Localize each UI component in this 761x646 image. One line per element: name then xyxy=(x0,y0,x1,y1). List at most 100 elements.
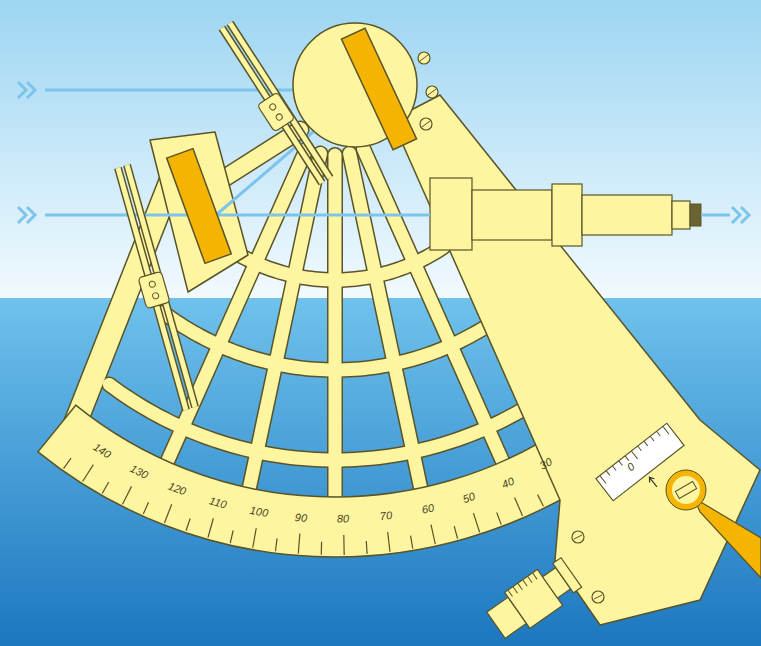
vernier-tick xyxy=(606,471,610,476)
shade-hinge xyxy=(257,92,295,132)
sky-background xyxy=(0,0,761,298)
scale-number: 60 xyxy=(420,502,434,515)
index-mirror xyxy=(341,28,416,150)
telescope xyxy=(430,178,701,250)
screw xyxy=(418,52,430,64)
horizon-mirror xyxy=(167,149,232,264)
scale-tick xyxy=(143,502,148,514)
scale-tick xyxy=(454,526,457,539)
shade-outline xyxy=(222,28,322,183)
screw-slot xyxy=(428,89,436,95)
vernier-tick xyxy=(657,431,661,436)
hinge-pin xyxy=(275,113,283,121)
scale-tick xyxy=(253,528,257,548)
index-arm xyxy=(392,95,760,625)
shade-outline xyxy=(127,165,195,407)
scale-number: 90 xyxy=(295,512,308,524)
vernier-tick xyxy=(625,456,629,461)
drum-tick xyxy=(518,583,523,590)
frame-bar xyxy=(329,155,342,497)
vernier-tick xyxy=(612,466,616,471)
screw-head xyxy=(418,52,430,64)
ray-chevron xyxy=(18,82,35,98)
hinge-pin xyxy=(269,103,277,111)
scale-number: 120 xyxy=(167,481,188,498)
vernier-tick xyxy=(638,446,642,451)
scale-number: 100 xyxy=(249,505,269,519)
scale-tick xyxy=(102,482,108,493)
scale-tick xyxy=(473,513,479,532)
scale-number: 80 xyxy=(337,513,349,524)
scale-tick xyxy=(431,525,435,545)
vernier-tick xyxy=(650,436,654,441)
scale-tick xyxy=(366,541,368,554)
drum-tick xyxy=(508,590,513,597)
scale-tick xyxy=(538,495,544,507)
drum-part xyxy=(553,558,582,593)
screw-head xyxy=(426,86,438,98)
shade-outline xyxy=(230,23,330,178)
scale-number: 110 xyxy=(208,495,228,510)
clamp-slot xyxy=(675,482,696,499)
screw xyxy=(572,531,584,543)
screw-head xyxy=(592,591,604,603)
frame-bar xyxy=(70,170,175,436)
scale-tick xyxy=(164,504,171,523)
hinge-block xyxy=(257,92,295,132)
scale-tick xyxy=(411,536,413,549)
scale-tick xyxy=(186,518,190,530)
screw xyxy=(592,591,604,603)
scale-ticks xyxy=(64,458,584,555)
telescope-tube xyxy=(472,190,552,240)
light-ray xyxy=(701,214,730,217)
shade-glass xyxy=(222,28,322,183)
scale-tick xyxy=(343,535,345,555)
clamp-knob xyxy=(669,473,703,507)
shade-hinge xyxy=(138,271,170,308)
scale-tick xyxy=(83,465,94,482)
scale-tick xyxy=(298,534,300,554)
ray-chevron xyxy=(18,207,35,223)
vernier-tick xyxy=(631,451,637,459)
telescope-tube xyxy=(582,195,672,235)
screw xyxy=(420,118,432,130)
scale-number: 30 xyxy=(538,456,554,472)
scale-tick xyxy=(388,532,390,552)
scale-tick xyxy=(275,538,277,551)
eyepiece-knurl xyxy=(690,204,701,226)
scale-number: 140 xyxy=(91,442,112,461)
drum-tick xyxy=(513,587,518,594)
scale-tick xyxy=(208,518,213,537)
drum-tick xyxy=(528,576,533,583)
vernier-tick xyxy=(663,426,669,434)
scale-tick xyxy=(321,542,323,555)
horizon-mirror-bracket xyxy=(150,132,248,292)
vernier-tick xyxy=(644,441,648,446)
screw-slot xyxy=(422,121,430,127)
shade-outline xyxy=(118,168,186,410)
shade-glass xyxy=(127,165,195,407)
vernier-tick xyxy=(619,461,623,466)
scale-tick xyxy=(230,531,233,544)
clamp-lever xyxy=(694,498,761,578)
screw-head xyxy=(572,531,584,543)
shade-glass xyxy=(230,23,330,178)
scale-tick xyxy=(123,486,132,504)
scale-tick xyxy=(515,498,523,516)
scale-tick xyxy=(64,458,72,469)
telescope-tube xyxy=(552,184,582,246)
hinge-pin xyxy=(149,281,156,288)
ray-chevron xyxy=(732,207,749,223)
telescope-tube xyxy=(430,178,472,250)
clamp-knob-rim xyxy=(666,470,706,510)
frame-outline xyxy=(327,155,343,497)
scale-number: 40 xyxy=(500,475,516,490)
scale-arc xyxy=(38,405,599,557)
screw-slot xyxy=(594,595,602,599)
vernier-number: 0 xyxy=(625,461,637,473)
screw xyxy=(426,86,438,98)
frame-bar xyxy=(249,153,320,488)
light-ray xyxy=(45,214,430,217)
